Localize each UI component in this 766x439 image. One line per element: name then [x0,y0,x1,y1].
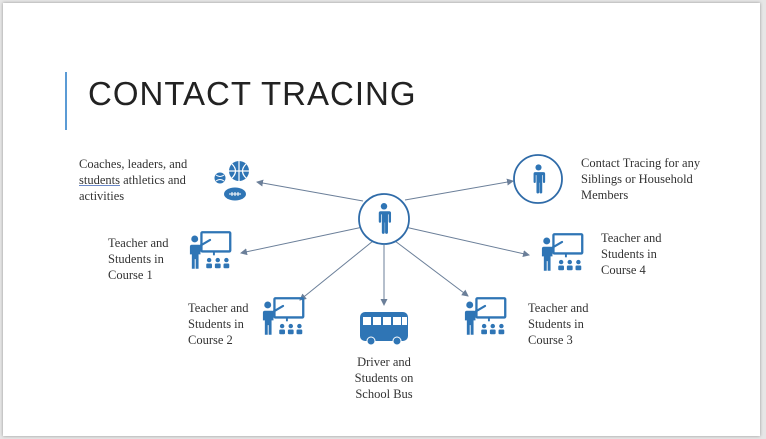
arrow-to-course2 [299,240,374,301]
arrow-to-course1 [240,226,364,256]
arrow-to-athletics [256,179,364,202]
contact-tracing-diagram [188,154,584,346]
arrow-to-course3 [394,240,469,297]
slide-title: CONTACT TRACING [88,75,417,112]
sports-balls-icon [214,161,249,201]
arrow-to-course4 [404,226,530,258]
label-household: Contact Tracing for any Siblings or Hous… [581,156,701,202]
label-bus: Driver and Students on School Bus [354,355,414,401]
label-course1: Teacher and Students in Course 1 [108,236,169,282]
title-accent-bar [65,72,67,130]
classroom-icon-course1 [188,231,232,270]
classroom-icon-course4 [540,233,584,272]
arrow-to-household [404,178,514,201]
slide: CONTACT TRACING [3,3,760,436]
label-course4: Teacher and Students in Course 4 [601,231,662,277]
connector-lines [240,178,530,306]
label-course3: Teacher and Students in Course 3 [528,301,589,347]
label-course2: Teacher and Students in Course 2 [188,301,249,347]
label-athletics: Coaches, leaders, and students athletics… [79,157,188,203]
classroom-icon-course2 [261,297,305,336]
center-node [358,193,410,245]
bus-icon [360,312,408,346]
household-node [513,154,563,204]
classroom-icon-course3 [463,297,507,336]
